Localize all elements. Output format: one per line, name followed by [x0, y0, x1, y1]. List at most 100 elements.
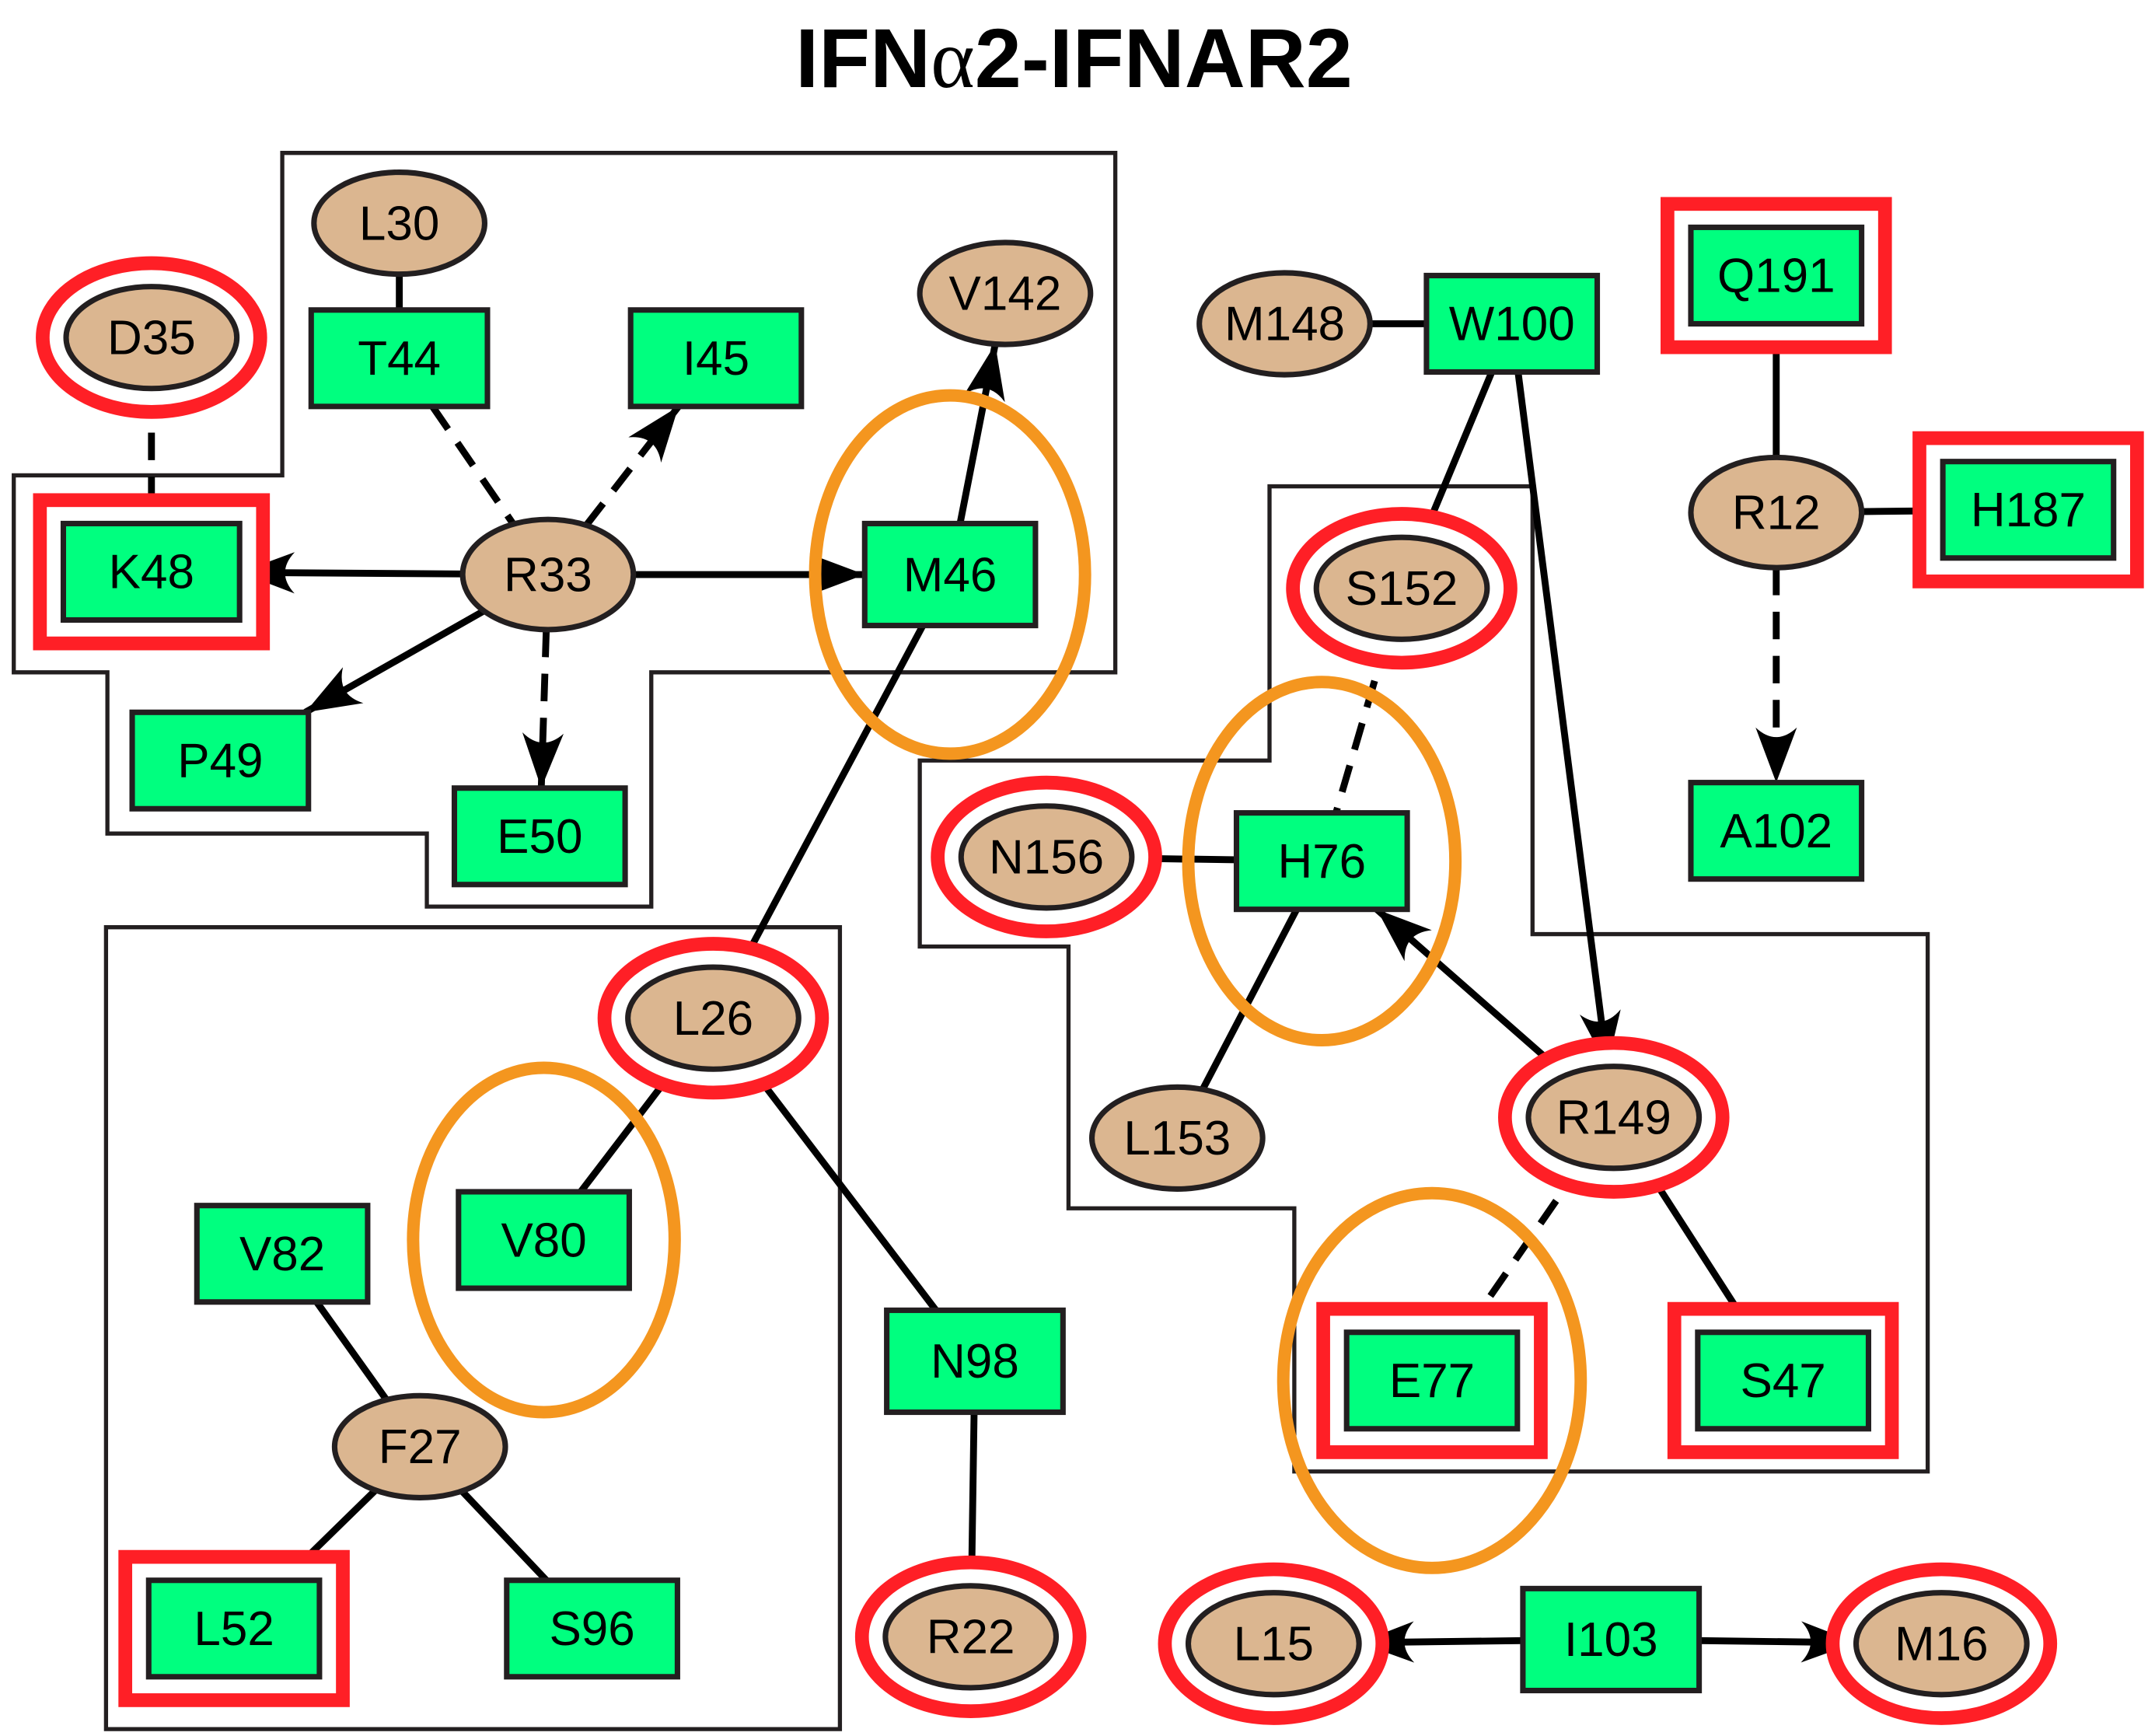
orange-ring-m46 — [809, 389, 1091, 760]
residue-label: W100 — [1449, 298, 1575, 351]
residue-ellipse — [882, 1583, 1060, 1691]
residue-node-d35[interactable]: D35 — [36, 256, 267, 419]
edge-f27-s96 — [459, 1488, 550, 1583]
residue-label: S152 — [1346, 562, 1458, 616]
residue-node-l26[interactable]: L26 — [597, 937, 830, 1100]
residue-node-l153[interactable]: L153 — [1088, 1084, 1266, 1192]
residue-label: M16 — [1895, 1618, 1989, 1671]
residue-box — [451, 785, 628, 888]
residue-box — [194, 1203, 371, 1305]
residue-node-l52[interactable]: L52 — [118, 1549, 350, 1707]
residue-node-v142[interactable]: V142 — [917, 239, 1094, 348]
residue-label: E77 — [1389, 1354, 1475, 1408]
residue-node-v80[interactable]: V80 — [456, 1189, 632, 1291]
residue-ellipse — [311, 169, 487, 278]
residue-box — [129, 709, 312, 812]
title-greek-alpha: α — [931, 13, 975, 106]
residue-box — [884, 1307, 1066, 1416]
edge-m46-v142 — [956, 343, 1005, 525]
residue-box — [1688, 224, 1865, 327]
residue-node-e77[interactable]: E77 — [1316, 1301, 1548, 1459]
residue-label: F27 — [379, 1420, 462, 1474]
residue-ellipse — [1196, 270, 1373, 378]
edge-r149-e77 — [1462, 1162, 1584, 1335]
residue-box — [456, 1189, 632, 1291]
residue-ellipse — [625, 964, 802, 1072]
residue-node-f27[interactable]: F27 — [331, 1392, 508, 1500]
residue-node-h76[interactable]: H76 — [1233, 810, 1410, 913]
residue-label: L52 — [194, 1602, 274, 1656]
residue-box — [1343, 1329, 1521, 1432]
residue-ellipse — [958, 803, 1135, 911]
residue-box — [504, 1577, 680, 1680]
residue-node-r149[interactable]: R149 — [1498, 1036, 1730, 1199]
residue-ellipse — [1088, 1084, 1266, 1192]
residue-node-m16[interactable]: M16 — [1825, 1562, 2058, 1725]
residue-box — [145, 1577, 323, 1680]
residue-node-q191[interactable]: Q191 — [1661, 197, 1892, 355]
residue-label: M46 — [903, 548, 997, 602]
residue-ellipse — [1313, 534, 1490, 642]
residue-label: V82 — [239, 1228, 325, 1281]
residue-node-h187[interactable]: H187 — [1912, 431, 2144, 589]
cluster-h76-outline — [917, 484, 1930, 1474]
residue-node-p49[interactable]: P49 — [129, 709, 312, 812]
cluster-layer — [12, 151, 1930, 1731]
residue-node-r33[interactable]: R33 — [459, 516, 637, 633]
residue-node-n156[interactable]: N156 — [931, 775, 1162, 938]
residue-ellipse — [63, 284, 240, 392]
residue-node-m148[interactable]: M148 — [1196, 270, 1373, 378]
residue-ellipse — [1185, 1590, 1362, 1698]
residue-node-s152[interactable]: S152 — [1286, 507, 1518, 670]
edge-r33-i45 — [583, 404, 682, 528]
cluster-r33-outline — [12, 151, 1118, 909]
residue-node-s47[interactable]: S47 — [1667, 1301, 1899, 1459]
residue-label: I103 — [1564, 1613, 1658, 1667]
orange-ring-h76 — [1182, 676, 1462, 1047]
residue-label: R33 — [504, 548, 592, 602]
residue-node-i103[interactable]: I103 — [1520, 1585, 1703, 1694]
residue-label: H187 — [1971, 484, 2086, 537]
residue-label: A102 — [1720, 805, 1832, 858]
residue-label: S47 — [1740, 1354, 1825, 1408]
residue-box — [1940, 459, 2117, 561]
residue-node-m46[interactable]: M46 — [861, 520, 1039, 629]
edge-r149-h76 — [1374, 906, 1568, 1078]
residue-box — [1520, 1585, 1703, 1694]
residue-box — [60, 520, 243, 623]
residue-node-v82[interactable]: V82 — [194, 1203, 371, 1305]
residue-label: I45 — [683, 332, 749, 386]
residue-label: D35 — [107, 311, 196, 365]
residue-node-r22[interactable]: R22 — [854, 1555, 1087, 1718]
residue-label: E50 — [497, 810, 582, 864]
residue-label: H76 — [1277, 835, 1366, 889]
residue-node-t44[interactable]: T44 — [308, 307, 491, 410]
residue-node-l30[interactable]: L30 — [311, 169, 487, 278]
residue-ellipse — [1853, 1590, 2030, 1698]
residue-label: N156 — [989, 831, 1104, 885]
residue-ellipse — [1525, 1064, 1703, 1172]
residue-node-i45[interactable]: I45 — [627, 307, 805, 410]
residue-label: R22 — [927, 1611, 1015, 1664]
residue-node-w100[interactable]: W100 — [1423, 272, 1601, 375]
residue-node-e50[interactable]: E50 — [451, 785, 628, 888]
residue-label: P49 — [177, 735, 263, 788]
residue-node-n98[interactable]: N98 — [884, 1307, 1066, 1416]
residue-node-l15[interactable]: L15 — [1158, 1562, 1390, 1725]
orange-ring-layer — [407, 389, 1587, 1574]
residue-box — [308, 307, 491, 410]
title-suffix: 2-IFNAR2 — [974, 11, 1353, 105]
residue-label: V80 — [501, 1214, 586, 1267]
edge-h76-l153 — [1200, 907, 1300, 1092]
residue-box — [1423, 272, 1601, 375]
residue-node-r12[interactable]: R12 — [1688, 454, 1865, 571]
residue-label: V142 — [949, 267, 1062, 321]
edge-t44-r33 — [429, 404, 517, 526]
residue-label: S96 — [549, 1602, 634, 1656]
residue-node-s96[interactable]: S96 — [504, 1577, 680, 1680]
residue-node-a102[interactable]: A102 — [1688, 780, 1865, 882]
residue-node-k48[interactable]: K48 — [33, 493, 271, 651]
residue-label: Q191 — [1717, 250, 1835, 303]
